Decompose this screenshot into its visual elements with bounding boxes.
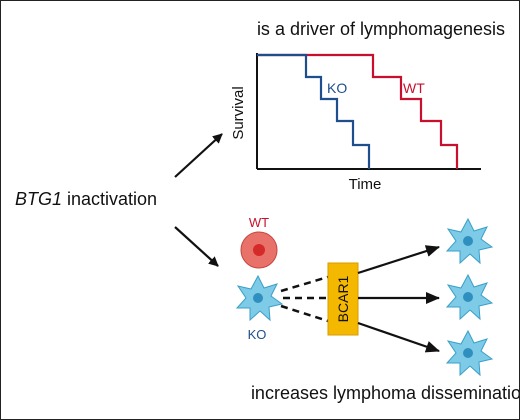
top-caption: is a driver of lymphomagenesis [257,19,505,39]
x-axis-label: Time [349,176,382,193]
wt-cell-label: WT [249,215,269,230]
bcar1-label: BCAR1 [335,275,351,322]
disseminated-cell-top [445,217,494,265]
dashed-link-bottom [280,304,329,323]
ko-cell-nucleus [253,293,263,303]
arrow-to-survival [174,133,223,178]
ko-cell [235,274,284,322]
wt-cell-nucleus [253,244,265,256]
bcar1-box [327,262,359,336]
survival-plot: KO WT Survival Time [230,53,481,193]
gene-name: BTG1 [15,189,62,209]
ko-curve-label: KO [327,80,347,96]
y-axis-label: Survival [230,86,247,139]
wt-curve-label: WT [403,80,425,96]
dashed-link-top [280,275,329,293]
arrow-to-cell-bottom [357,321,440,353]
inactivation-text: inactivation [62,189,157,209]
arrow-to-cell-top [357,245,440,275]
disseminated-cell-nucleus [463,292,473,302]
ko-survival-curve [257,53,371,169]
disseminated-cell-nucleus [463,236,473,246]
arrow-to-cells [174,226,219,267]
disseminated-cell-middle [445,273,494,321]
disseminated-cell-nucleus [463,348,473,358]
wt-survival-curve [257,53,459,169]
btg1-inactivation-label: BTG1 inactivation [15,189,157,209]
ko-cell-label: KO [248,327,267,342]
bottom-caption: increases lymphoma dissemination [251,383,519,403]
disseminated-cell-bottom [445,329,494,377]
